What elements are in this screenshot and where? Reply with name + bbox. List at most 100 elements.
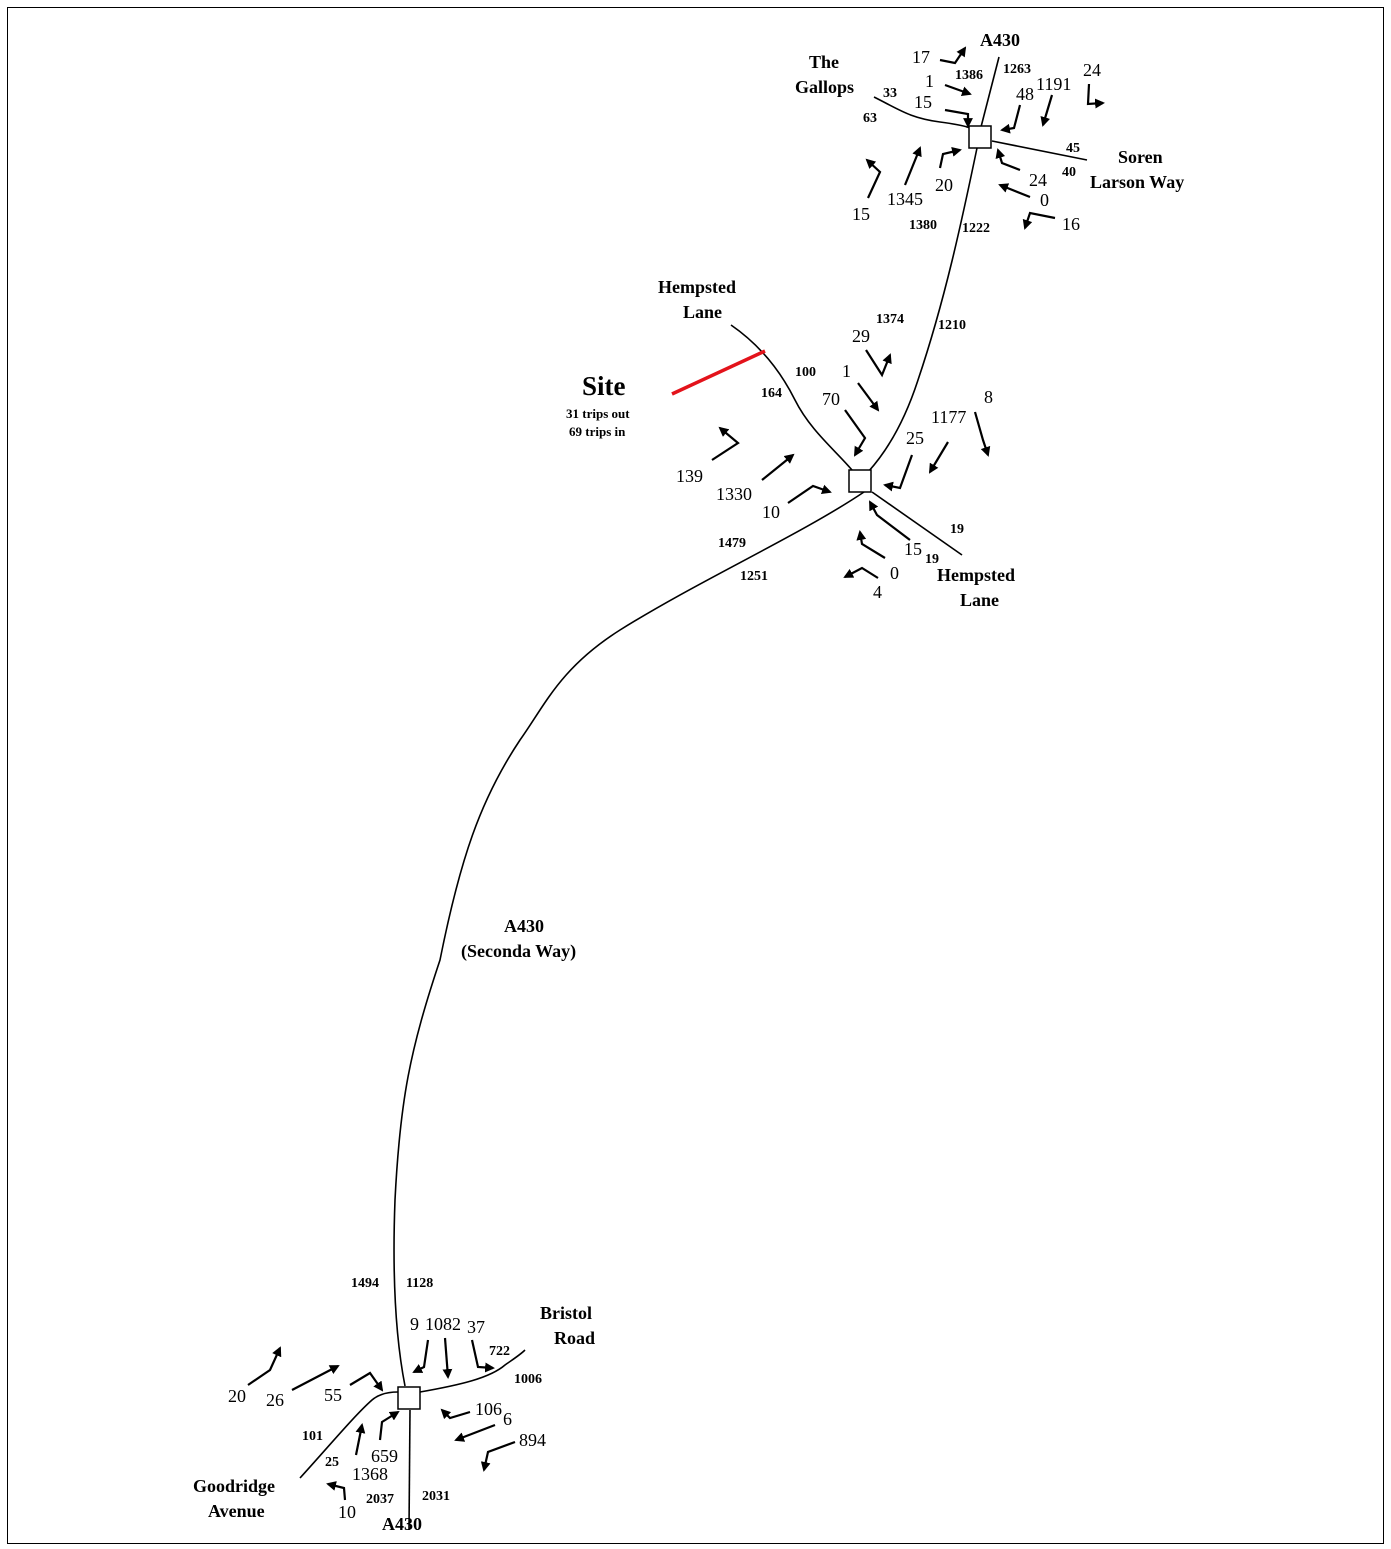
flow-value: 45: [1066, 141, 1080, 156]
turn-value: 9: [410, 1314, 419, 1334]
arrow-gallops-left: [939, 46, 967, 65]
turn-value: 1330: [716, 484, 752, 504]
turn-value: 1345: [887, 189, 923, 209]
arrow-south-ahead: [903, 146, 922, 186]
site-access-line: [671, 349, 766, 396]
arrow-a430s-ahead: [354, 1423, 366, 1456]
arrow-a430m-ahead: [928, 441, 949, 474]
flow-value: 1374: [876, 312, 904, 327]
turn-value: 24: [1029, 170, 1047, 190]
label-hempsted-n-2: Lane: [683, 302, 722, 322]
label-goodridge-2: Avenue: [208, 1501, 265, 1521]
flow-value: 1386: [955, 68, 983, 83]
label-a430-south: A430: [382, 1514, 422, 1534]
road-hempsted-lane-south: [871, 491, 963, 556]
arrow-a430n-right: [1000, 104, 1022, 134]
arrow-sec-right: [412, 1339, 430, 1373]
flow-value: 1006: [514, 1372, 542, 1387]
road-network: [299, 56, 1088, 1531]
label-soren-1: Soren: [1118, 147, 1163, 167]
flow-value: 101: [302, 1429, 323, 1444]
flow-value: 33: [883, 86, 897, 101]
arrow-hsouth-ahead: [856, 530, 886, 559]
label-goodridge-1: Goodridge: [193, 1476, 275, 1496]
turn-value: 1: [925, 71, 934, 91]
turn-value: 10: [338, 1502, 356, 1522]
arrow-soren-ahead: [998, 183, 1031, 199]
arrow-bristol-left: [440, 1408, 471, 1420]
turn-value: 24: [1083, 60, 1101, 80]
turn-value: 894: [519, 1430, 546, 1450]
turn-value: 0: [1040, 190, 1049, 210]
turn-value: 0: [890, 563, 899, 583]
label-bristol-1: Bristol: [540, 1303, 592, 1323]
arrow-sec-ahead: [442, 1337, 453, 1379]
turn-value: 16: [1062, 214, 1080, 234]
arrow-sec-left: [470, 1339, 495, 1373]
arrow-a430s-right: [378, 1410, 400, 1441]
label-soren-2: Larson Way: [1090, 172, 1184, 192]
flow-value: 2037: [366, 1492, 394, 1507]
turn-value: 1177: [931, 407, 966, 427]
site-trips-out: 31 trips out: [566, 406, 630, 421]
flow-value: 1380: [909, 218, 937, 233]
flow-value: 1251: [740, 569, 768, 584]
turn-value: 48: [1016, 84, 1034, 104]
arrow-a430s-left: [326, 1481, 347, 1501]
label-the-gallops-1: The: [809, 52, 839, 72]
arrow-good-left: [247, 1346, 282, 1386]
flow-value: 40: [1062, 165, 1076, 180]
flow-value: 1263: [1003, 62, 1031, 77]
turn-value: 15: [852, 204, 870, 224]
turn-value: 20: [228, 1386, 246, 1406]
arrow-a430n-left: [1086, 83, 1105, 109]
arrow-hnorth-right: [844, 409, 867, 457]
arrow-a430m-right: [883, 454, 914, 492]
road-soren-larson-way: [991, 140, 1088, 161]
label-seconda-1: A430: [504, 916, 544, 936]
turn-value: 25: [906, 428, 924, 448]
flow-value: 1222: [962, 221, 990, 236]
arrow-hnorth-left: [865, 349, 892, 378]
turn-arrows: [247, 46, 1105, 1501]
arrow-seconda-left: [711, 426, 740, 461]
flow-value: 100: [795, 365, 816, 380]
arrow-hnorth-ahead: [857, 382, 880, 412]
turn-value: 37: [467, 1317, 485, 1337]
turn-value: 17: [912, 47, 930, 67]
flow-value: 63: [863, 111, 877, 126]
junction-north-values: 1386 1263 33 63 45 40 1380 1222 17 1 15 …: [852, 47, 1101, 236]
label-hempsted-s-2: Lane: [960, 590, 999, 610]
turn-value: 55: [324, 1385, 342, 1405]
label-the-gallops-2: Gallops: [795, 77, 854, 97]
turn-value: 6: [503, 1409, 512, 1429]
turn-value: 70: [822, 389, 840, 409]
road-a430-south: [408, 1409, 411, 1531]
label-a430-north: A430: [980, 30, 1020, 50]
flow-value: 19: [950, 522, 964, 537]
turn-value: 659: [371, 1446, 398, 1466]
site-trips-in: 69 trips in: [569, 424, 626, 439]
turn-value: 20: [935, 175, 953, 195]
turn-value: 1082: [425, 1314, 461, 1334]
flow-value: 25: [325, 1455, 339, 1470]
arrow-soren-left: [995, 148, 1021, 172]
turn-value: 15: [914, 92, 932, 112]
label-hempsted-n-1: Hempsted: [658, 277, 736, 297]
arrow-soren-right: [1022, 211, 1056, 230]
arrow-bristol-ahead: [454, 1423, 496, 1442]
turn-value: 15: [904, 539, 922, 559]
junction-mid-node: [848, 469, 872, 493]
junction-north-node: [968, 125, 992, 149]
flow-value: 164: [761, 386, 782, 401]
label-hempsted-s-1: Hempsted: [937, 565, 1015, 585]
turn-value: 8: [984, 387, 993, 407]
site-callout: Site 31 trips out 69 trips in: [566, 371, 630, 439]
turn-value: 29: [852, 326, 870, 346]
turn-value: 1191: [1036, 74, 1071, 94]
turn-value: 1: [842, 361, 851, 381]
junction-south-values: 1494 1128 722 1006 101 25 2037 2031 9 10…: [228, 1276, 546, 1522]
junction-south-node: [397, 1386, 421, 1410]
arrow-hsouth-left: [869, 500, 911, 541]
